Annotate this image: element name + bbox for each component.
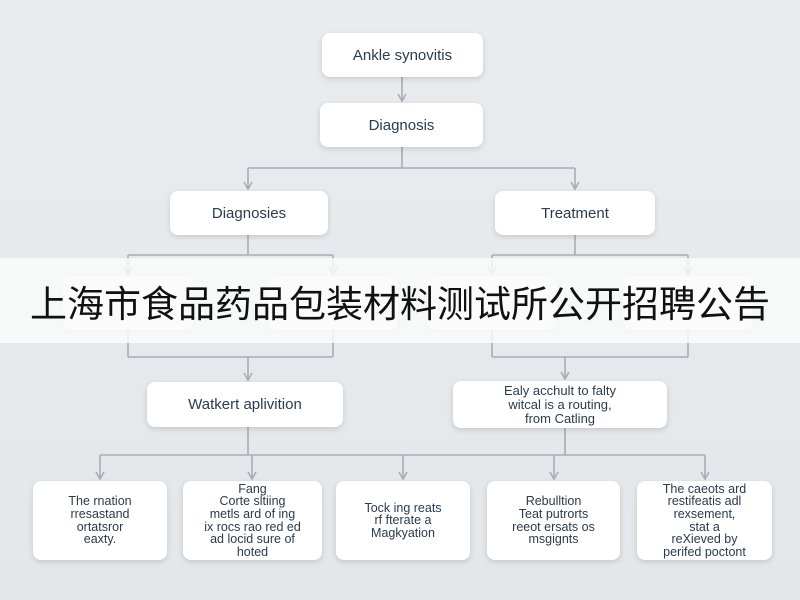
node-label: Diagnosies <box>211 204 287 222</box>
outcome-node: Tock ing reats rf fterate a Magkyation <box>336 481 470 560</box>
node-diagnosies: Diagnosies <box>170 191 328 235</box>
outcome-node: The rnation rresastand ortatsror eaxty. <box>33 481 167 560</box>
outcome-node: Rebulltion Teat putrorts reeot ersats os… <box>487 481 620 560</box>
node-ankle-synovitis: Ankle synovitis <box>322 33 483 77</box>
node-label: Treatment <box>541 204 609 222</box>
node-treatment: Treatment <box>495 191 655 235</box>
node-label: Watkert aplivition <box>188 396 302 413</box>
node-label: Ankle synovitis <box>352 46 453 64</box>
node-diagnosis: Diagnosis <box>320 103 483 147</box>
outcome-label: Rebulltion Teat putrorts reeot ersats os… <box>512 494 595 547</box>
outcome-label: Tock ing reats rf fterate a Magkyation <box>364 500 442 540</box>
node-ealy-acchult: Ealy acchult to falty witcal is a routin… <box>453 381 667 428</box>
node-label: Ealy acchult to falty witcal is a routin… <box>504 382 616 426</box>
outcome-node: Fang Corte sltiing metls ard of ing ix r… <box>183 481 322 560</box>
outcome-label: Fang Corte sltiing metls ard of ing ix r… <box>204 481 301 559</box>
outcome-label: The caeots ard restifeatis adl rexsement… <box>662 481 747 559</box>
outcome-node: The caeots ard restifeatis adl rexsement… <box>637 481 772 560</box>
banner-text: 上海市食品药品包装材料测试所公开招聘公告 <box>30 282 770 326</box>
node-watkert-aplivition: Watkert aplivition <box>147 382 343 427</box>
title-banner: 上海市食品药品包装材料测试所公开招聘公告 <box>0 258 800 343</box>
node-label: Diagnosis <box>368 116 435 134</box>
outcome-label: The rnation rresastand ortatsror eaxty. <box>68 494 132 547</box>
